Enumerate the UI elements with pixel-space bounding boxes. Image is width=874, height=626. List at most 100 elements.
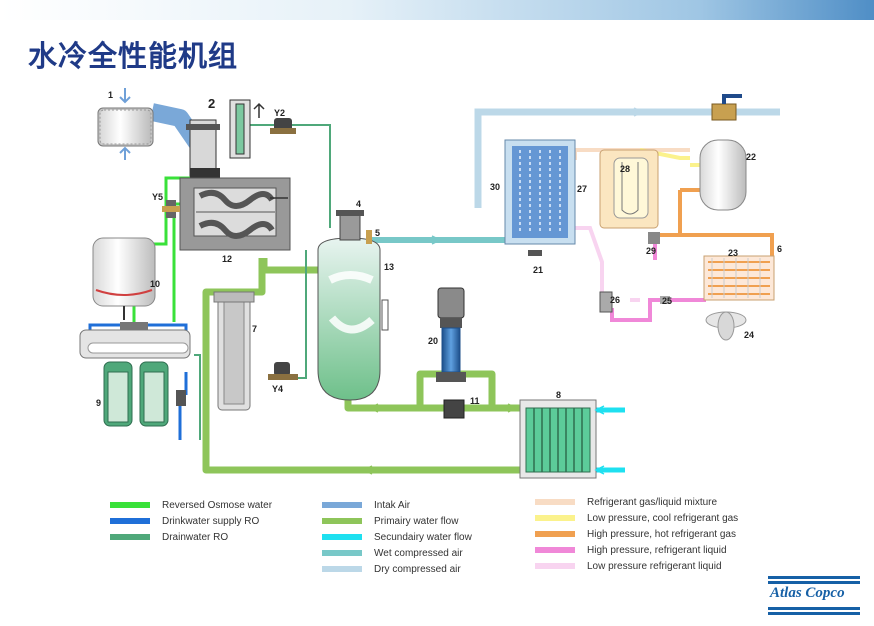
legend-label: High pressure, refrigerant liquid: [587, 544, 727, 556]
logo-text: Atlas Copco: [770, 585, 845, 601]
intake-air-filter: [97, 88, 154, 160]
legend-label: Intak Air: [374, 499, 411, 511]
condenser-fan: [705, 311, 747, 341]
label-26: 26: [610, 295, 620, 305]
legend-item: Low pressure, cool refrigerant gas: [535, 510, 738, 526]
legend-swatch: [322, 518, 362, 524]
logo-stripe: [768, 581, 860, 584]
legend-label: Low pressure, cool refrigerant gas: [587, 512, 739, 524]
legend-label: Refrigerant gas/liquid mixture: [587, 496, 718, 508]
legend-swatch: [110, 502, 150, 508]
logo-stripe: [768, 612, 860, 615]
air-dryer-heat-exchanger: [504, 139, 576, 256]
legend-swatch: [110, 518, 150, 524]
label-8: 8: [556, 390, 561, 400]
legend-swatch: [110, 534, 150, 540]
legend-label: Drinkwater supply RO: [162, 515, 260, 527]
label-24: 24: [744, 330, 754, 340]
y5-valve: [162, 200, 180, 218]
atlas-copco-logo: Atlas Copco: [768, 576, 860, 616]
legend-swatch: [322, 502, 362, 508]
label-12: 12: [222, 254, 232, 264]
dry-air-outlet-ball-valve: [711, 94, 742, 121]
page-title: 水冷全性能机组: [28, 39, 239, 73]
label-27: 27: [577, 184, 587, 194]
refrigerant-compressor: [699, 139, 747, 211]
legend-item: Primairy water flow: [322, 513, 472, 529]
label-23: 23: [728, 248, 738, 258]
legend-item: Secundairy water flow: [322, 529, 472, 545]
water-cooler: [519, 399, 597, 479]
legend-item: High pressure, hot refrigerant gas: [535, 526, 738, 542]
y4-valve: [268, 362, 298, 380]
label-7: 7: [252, 324, 257, 334]
secondary-water-pipes: [595, 407, 625, 473]
label-9: 9: [96, 398, 101, 408]
label-29: 29: [646, 246, 656, 256]
screw-compressor-element: [179, 177, 291, 251]
label-25: 25: [662, 296, 672, 306]
label-21: 21: [533, 265, 543, 275]
legend-air-water: Intak Air Primairy water flow Secundairy…: [322, 497, 472, 577]
label-4: 4: [356, 199, 361, 209]
legend-refrigerant: Refrigerant gas/liquid mixture Low press…: [535, 494, 738, 574]
legend-item: Drinkwater supply RO: [110, 513, 272, 529]
legend-swatch: [322, 550, 362, 556]
legend-swatch: [535, 499, 575, 505]
thermostatic-valve: [443, 399, 465, 419]
y2-solenoid-valve: [270, 118, 296, 134]
legend-item: Refrigerant gas/liquid mixture: [535, 494, 738, 510]
label-20: 20: [428, 336, 438, 346]
legend-label: Low pressure refrigerant liquid: [587, 560, 722, 572]
legend-label: High pressure, hot refrigerant gas: [587, 528, 736, 540]
circulation-pump: [436, 287, 466, 382]
legend-label: Secundairy water flow: [374, 531, 472, 543]
label-y2: Y2: [274, 108, 285, 118]
label-1: 1: [108, 90, 113, 100]
header-gradient-bar: [0, 0, 874, 20]
label-30: 30: [490, 182, 500, 192]
dry-air-pipe: [474, 108, 780, 208]
label-28: 28: [620, 164, 630, 174]
legend-swatch: [535, 563, 575, 569]
legend-label: Wet compressed air: [374, 547, 463, 559]
legend-label: Reversed Osmose water: [162, 499, 273, 511]
legend-swatch: [535, 515, 575, 521]
refrigerant-valves: [599, 232, 670, 313]
legend-swatch: [322, 566, 362, 572]
legend-label: Drainwater RO: [162, 531, 229, 543]
ro-storage-tank: [92, 237, 156, 320]
water-filter: [213, 291, 255, 411]
legend-item: Low pressure refrigerant liquid: [535, 558, 738, 574]
label-6: 6: [777, 244, 782, 254]
legend-item: High pressure, refrigerant liquid: [535, 542, 738, 558]
legend-label: Dry compressed air: [374, 563, 461, 575]
liquid-separator: [599, 149, 659, 229]
separator-vessel: [317, 210, 389, 401]
label-y5: Y5: [152, 192, 163, 202]
label-2: 2: [208, 96, 215, 111]
label-10: 10: [150, 279, 160, 289]
label-y4: Y4: [272, 384, 283, 394]
refrigerant-condenser: [703, 255, 775, 301]
logo-stripe: [768, 576, 860, 579]
legend-item: Wet compressed air: [322, 545, 472, 561]
label-11: 11: [470, 396, 480, 406]
logo-stripe: [768, 607, 860, 610]
legend-label: Primairy water flow: [374, 515, 459, 527]
legend-water: Reversed Osmose water Drinkwater supply …: [110, 497, 272, 545]
legend-swatch: [322, 534, 362, 540]
reverse-osmose-unit: [79, 322, 191, 427]
legend-item: Reversed Osmose water: [110, 497, 272, 513]
label-13: 13: [384, 262, 394, 272]
label-5: 5: [375, 228, 380, 238]
intake-valve: [186, 99, 265, 184]
legend-item: Drainwater RO: [110, 529, 272, 545]
legend-item: Dry compressed air: [322, 561, 472, 577]
flow-arrows: [270, 107, 644, 475]
legend-item: Intak Air: [322, 497, 472, 513]
legend-swatch: [535, 547, 575, 553]
legend-swatch: [535, 531, 575, 537]
label-22: 22: [746, 152, 756, 162]
